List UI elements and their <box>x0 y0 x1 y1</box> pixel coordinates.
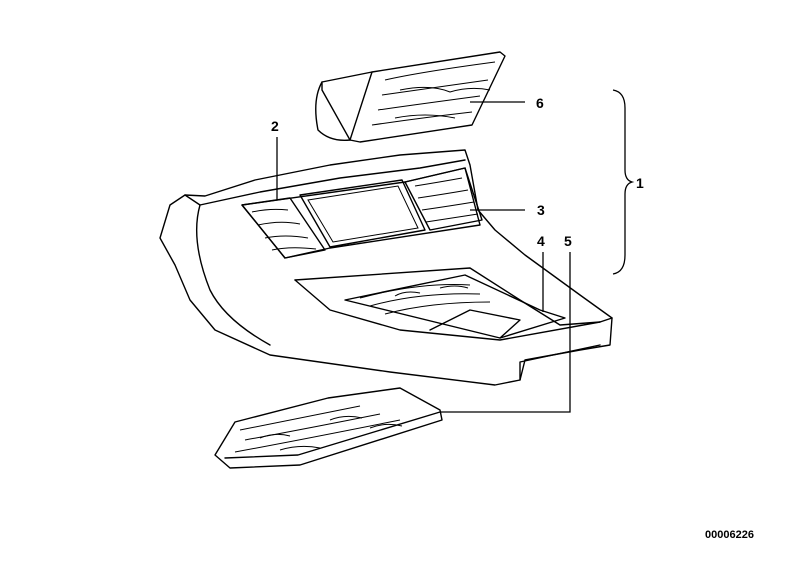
part-1-center-console <box>159 149 613 386</box>
part-5-mat-insert <box>214 387 443 469</box>
part-2-trim-left <box>241 197 326 259</box>
callout-2: 2 <box>271 118 279 134</box>
leader-lines <box>276 89 635 413</box>
callout-4: 4 <box>537 233 545 249</box>
document-id: 00006226 <box>705 529 754 541</box>
callout-6: 6 <box>536 95 544 111</box>
leader-5 <box>440 252 571 413</box>
part-3-trim-right <box>404 167 483 231</box>
bracket-1 <box>612 89 635 275</box>
callout-5: 5 <box>564 233 572 249</box>
callout-1: 1 <box>636 175 644 191</box>
callout-3: 3 <box>537 202 545 218</box>
part-6-trim-insert <box>315 51 506 143</box>
